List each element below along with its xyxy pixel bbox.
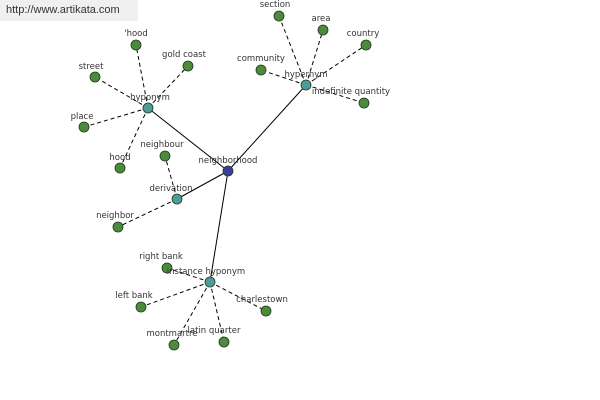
edge-layer [83, 15, 367, 346]
edge-hypernym-to-country [305, 44, 367, 86]
node-neighbour[interactable] [159, 150, 171, 162]
edge-hypernym-to-area [305, 29, 324, 86]
node-place[interactable] [78, 121, 90, 133]
edge-hyponym-to-hood-top [135, 44, 149, 109]
edge-hypernym-to-community [260, 69, 307, 86]
node-label-indefinite-quantity[interactable]: indefinite quantity [312, 87, 390, 97]
edge-hyponym-to-gold-coast [147, 65, 189, 109]
node-label-instance-hyponym[interactable]: instance hyponym [167, 267, 245, 277]
node-label-hypernym[interactable]: hypernym [284, 70, 327, 80]
node-label-gold-coast[interactable]: gold coast [162, 50, 207, 60]
node-area[interactable] [317, 24, 329, 36]
watermark-url: http://www.artikata.com [0, 0, 138, 21]
node-section[interactable] [273, 10, 285, 22]
node-left-bank[interactable] [135, 301, 147, 313]
node-label-place[interactable]: place [71, 112, 94, 122]
edge-neighborhood-to-derivation [176, 170, 229, 200]
node-label-neighborhood[interactable]: neighborhood [199, 156, 258, 166]
node-label-left-bank[interactable]: left bank [115, 291, 152, 301]
node-neighbor[interactable] [112, 221, 124, 233]
node-label-street[interactable]: street [79, 62, 105, 72]
node-neighborhood[interactable] [222, 165, 234, 177]
node-hood[interactable] [114, 162, 126, 174]
edge-derivation-to-neighbour [164, 155, 178, 200]
node-instance-hyponym[interactable] [204, 276, 216, 288]
node-label-right-bank[interactable]: right bank [139, 252, 183, 262]
edge-hyponym-to-place [83, 107, 149, 128]
node-gold-coast[interactable] [182, 60, 194, 72]
node-label-neighbour[interactable]: neighbour [140, 140, 184, 150]
edge-hyponym-to-street [94, 76, 149, 109]
node-montmartre[interactable] [168, 339, 180, 351]
edge-instance-hyponym-to-charlestown [209, 281, 267, 312]
edge-instance-hyponym-to-latin-quarter [209, 281, 225, 343]
node-label-hood[interactable]: hood [109, 153, 130, 163]
node-layer [78, 10, 372, 351]
node-label-country[interactable]: country [347, 29, 380, 39]
node-street[interactable] [89, 71, 101, 83]
node-indefinite-quantity[interactable] [358, 97, 370, 109]
edge-neighborhood-to-instance-hyponym [209, 170, 229, 283]
node-label-latin-quarter[interactable]: latin quarter [188, 326, 241, 336]
node-label-community[interactable]: community [237, 54, 285, 64]
node-label-charlestown[interactable]: charlestown [236, 295, 288, 305]
node-country[interactable] [360, 39, 372, 51]
node-label-hyponym[interactable]: hyponym [130, 93, 170, 103]
node-hypernym[interactable] [300, 79, 312, 91]
node-hood-top[interactable] [130, 39, 142, 51]
node-derivation[interactable] [171, 193, 183, 205]
edge-neighborhood-to-hypernym [227, 84, 307, 172]
edge-hypernym-to-indefinite-quantity [305, 84, 365, 104]
edge-derivation-to-neighbor [117, 198, 178, 228]
node-label-hood-top[interactable]: 'hood [124, 29, 148, 39]
node-charlestown[interactable] [260, 305, 272, 317]
edge-instance-hyponym-to-right-bank [166, 267, 211, 283]
node-label-montmartre[interactable]: montmartre [146, 329, 197, 339]
edge-neighborhood-to-hyponym [147, 107, 229, 172]
node-community[interactable] [255, 64, 267, 76]
node-label-section[interactable]: section [260, 0, 291, 10]
node-label-area[interactable]: area [312, 14, 331, 24]
node-right-bank[interactable] [161, 262, 173, 274]
label-layer: neighborhoodhyponymhypernymderivationins… [71, 0, 391, 339]
edge-instance-hyponym-to-left-bank [140, 281, 211, 308]
node-label-neighbor[interactable]: neighbor [96, 211, 134, 221]
node-latin-quarter[interactable] [218, 336, 230, 348]
edge-instance-hyponym-to-montmartre [173, 281, 211, 346]
edge-hypernym-to-section [278, 15, 307, 86]
node-hyponym[interactable] [142, 102, 154, 114]
node-label-derivation[interactable]: derivation [149, 184, 192, 194]
